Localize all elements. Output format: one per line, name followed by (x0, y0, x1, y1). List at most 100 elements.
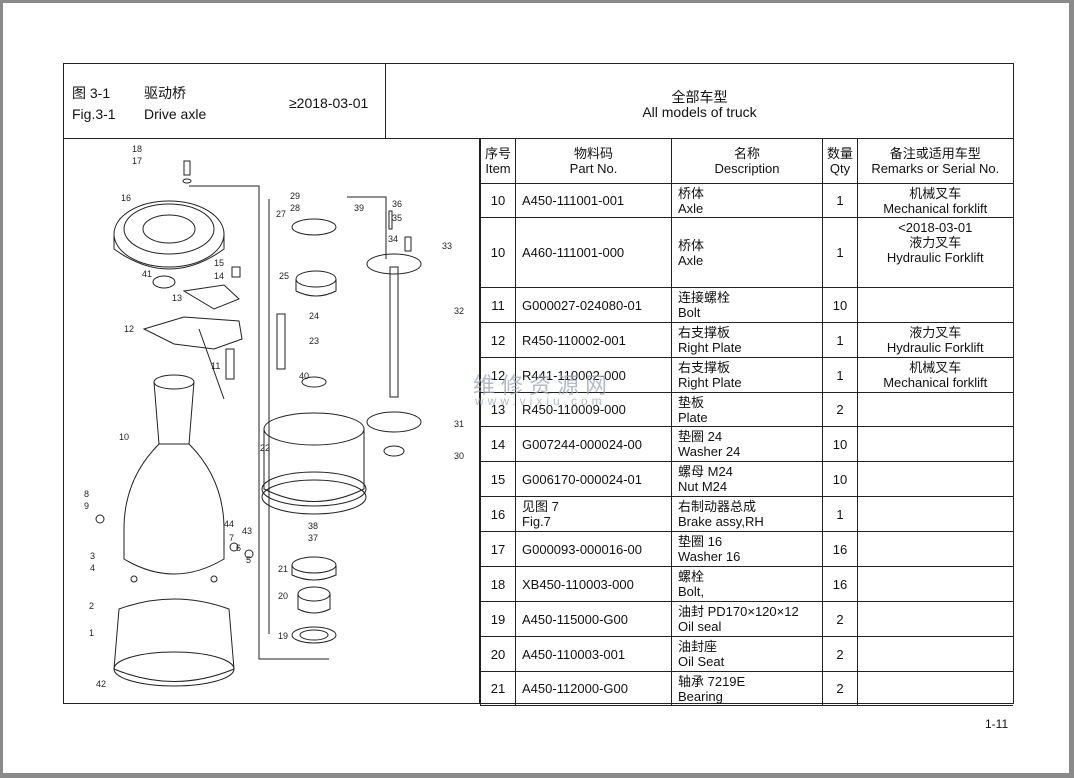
cell-item: 18 (480, 566, 516, 602)
callout: 13 (172, 293, 182, 303)
cell-remarks (857, 392, 1013, 427)
callout: 25 (279, 271, 289, 281)
cell-qty: 1 (822, 357, 858, 393)
callout: 43 (242, 526, 252, 536)
cell-qty: 2 (822, 601, 858, 637)
models-zh: 全部车型 (671, 89, 728, 105)
cell-item: 10 (480, 183, 516, 218)
cell-part-no: R450-110002-001 (515, 322, 672, 358)
callout: 33 (442, 241, 452, 251)
callout: 35 (392, 213, 402, 223)
cell-qty: 10 (822, 287, 858, 323)
cell-qty: 2 (822, 671, 858, 706)
cell-item: 12 (480, 322, 516, 358)
cell-part-no: A460-111001-000 (515, 217, 672, 288)
callout: 23 (309, 336, 319, 346)
cell-qty: 1 (822, 496, 858, 532)
parts-sheet-frame: 图 3-1 驱动桥 Fig.3-1 Drive axle ≥2018-03-01… (63, 63, 1014, 706)
cell-qty: 2 (822, 636, 858, 672)
cell-part-no: A450-112000-G00 (515, 671, 672, 706)
callout: 10 (119, 432, 129, 442)
callout: 41 (142, 269, 152, 279)
exploded-view-diagram: 17 18 16 41 14 15 13 12 11 10 8 9 3 4 2 … (64, 139, 480, 703)
callout: 21 (278, 564, 288, 574)
figure-title-zh: 驱动桥 (144, 85, 186, 101)
cell-part-no: G007244-000024-00 (515, 426, 672, 462)
callout: 40 (299, 371, 309, 381)
models-header: 全部车型 All models of truck (386, 64, 1013, 139)
callout: 29 (290, 191, 300, 201)
manual-page: 图 3-1 驱动桥 Fig.3-1 Drive axle ≥2018-03-01… (3, 3, 1069, 773)
cell-item: 14 (480, 426, 516, 462)
cell-remarks (857, 671, 1013, 706)
cell-remarks (857, 531, 1013, 567)
models-en: All models of truck (642, 104, 757, 120)
page-number: 1-11 (985, 717, 1009, 731)
cell-part-no: G000027-024080-01 (515, 287, 672, 323)
cell-part-no: R441-110002-000 (515, 357, 672, 393)
cell-part-no: XB450-110003-000 (515, 566, 672, 602)
callout: 20 (278, 591, 288, 601)
callout: 44 (224, 519, 234, 529)
callout: 39 (354, 203, 364, 213)
cell-part-no: G000093-000016-00 (515, 531, 672, 567)
cell-part-no: R450-110009-000 (515, 392, 672, 427)
cell-item: 21 (480, 671, 516, 706)
cell-item: 11 (480, 287, 516, 323)
effective-date: ≥2018-03-01 (289, 95, 369, 111)
cell-qty: 2 (822, 392, 858, 427)
cell-part-no: A450-115000-G00 (515, 601, 672, 637)
callout-numbers: 17 18 16 41 14 15 13 12 11 10 8 9 3 4 2 … (84, 144, 464, 689)
drive-axle-drawing: 17 18 16 41 14 15 13 12 11 10 8 9 3 4 2 … (84, 144, 464, 689)
callout: 42 (96, 679, 106, 689)
callout: 34 (388, 234, 398, 244)
callout: 18 (132, 144, 142, 154)
cell-item: 10 (480, 217, 516, 288)
cell-item: 20 (480, 636, 516, 672)
cell-remarks (857, 566, 1013, 602)
cell-qty: 1 (822, 322, 858, 358)
watermark-url: www.vixiu.com (475, 394, 606, 408)
cell-item: 16 (480, 496, 516, 532)
callout: 28 (290, 203, 300, 213)
cell-qty: 1 (822, 217, 858, 288)
callout: 4 (90, 563, 95, 573)
cell-qty: 10 (822, 426, 858, 462)
callout: 19 (278, 631, 288, 641)
callout: 2 (89, 601, 94, 611)
cell-remarks (857, 601, 1013, 637)
cell-item: 17 (480, 531, 516, 567)
cell-qty: 1 (822, 183, 858, 218)
cell-remarks (857, 426, 1013, 462)
callout: 3 (90, 551, 95, 561)
